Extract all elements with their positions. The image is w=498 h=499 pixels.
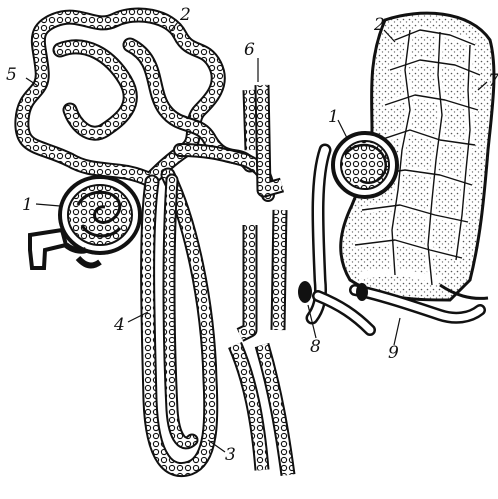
label-glomerulus-left: 1 — [22, 195, 33, 215]
label-proximal-tubule: 5 — [6, 65, 17, 85]
label-network-top: 2 — [373, 15, 385, 35]
collecting-duct — [235, 85, 288, 475]
glomerulus-right — [333, 133, 397, 197]
nephron-left — [22, 15, 288, 475]
glomerulus-left — [60, 177, 140, 253]
loop-of-henle — [148, 175, 211, 470]
capillary-network-right — [298, 13, 494, 345]
distal-tubule — [180, 150, 268, 195]
label-capillary-network: 7 — [488, 71, 498, 91]
label-convoluted-tubule: 2 — [179, 5, 191, 25]
label-efferent-vessel: 9 — [388, 343, 399, 363]
label-loop-bottom: 3 — [225, 445, 236, 465]
label-afferent-vessel: 8 — [310, 337, 321, 357]
label-collecting-duct: 6 — [244, 40, 255, 60]
label-descending-limb: 4 — [113, 315, 125, 335]
label-glomerulus-right: 1 — [328, 107, 339, 127]
